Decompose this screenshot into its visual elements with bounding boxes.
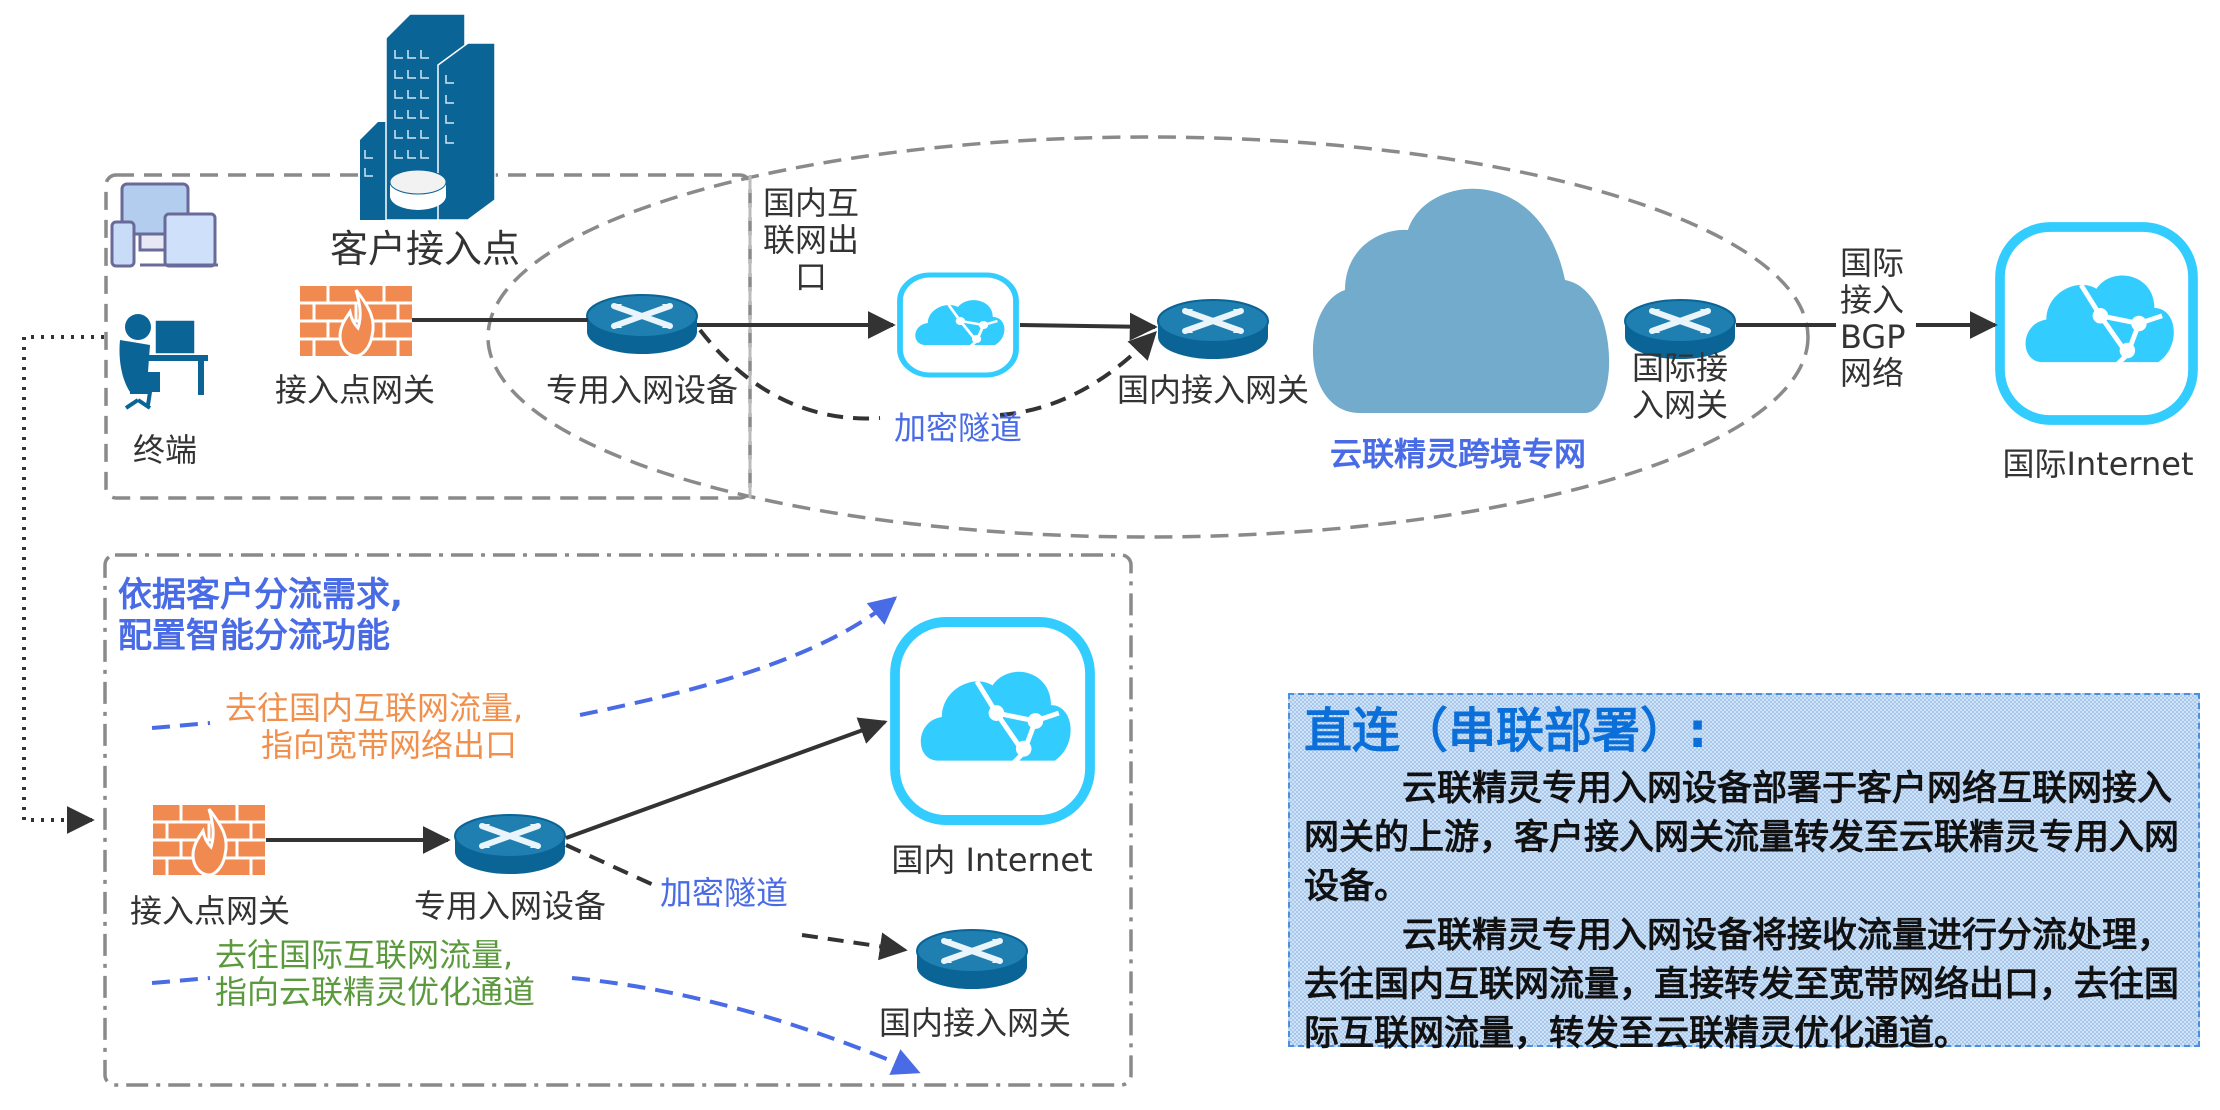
devices-icon [110,182,218,268]
link-device-to-domestic-internet [565,717,888,840]
encrypted-tunnel-bottom [565,843,905,950]
note-title: 直连（串联部署）: [1304,703,1708,759]
domestic-flow-label: 去往国内互联网流量, 指向宽带网络出口 [225,689,524,764]
international-internet-cloud-icon [2000,227,2193,420]
domestic-internet-label: 国内 Internet [891,841,1093,879]
domestic-flow-arrow [151,598,895,730]
domestic-gateway-router-icon [1158,300,1268,359]
cross-border-network-cloud-icon [1312,188,1610,413]
smart-breakout-boundary [103,553,1133,1087]
bottom-gateway-firewall-icon [151,803,267,877]
customer-site-label: 客户接入点 [329,227,521,271]
terminal-user-icon [119,314,208,410]
deployment-note: 直连（串联部署）: 云联精灵专用入网设备部署于客户网络互联网接入网关的上游，客户… [1288,693,2200,1054]
cross-border-network-label: 云联精灵跨境专网 [1329,435,1587,473]
domestic-exit-cloud-icon [900,275,1016,375]
bottom-domestic-gateway-label: 国内接入网关 [878,1004,1072,1042]
office-building-icon [360,13,496,221]
international-gateway-label: 国际接 入网关 [1631,349,1729,424]
private-network-boundary [486,135,1810,539]
access-gateway-label: 接入点网关 [274,371,436,409]
note-paragraph: 云联精灵专用入网设备将接收流量进行分流处理，去往国内互联网流量，直接转发至宽带网… [1304,915,2180,1054]
link-exit-to-domestic-gateway [1019,312,1158,341]
terminal-to-breakout-connector [22,335,104,834]
note-paragraph: 云联精灵专用入网设备部署于客户网络互联网接入网关的上游，客户接入网关流量转发至云… [1304,768,2180,907]
domestic-gateway-label: 国内接入网关 [1116,371,1310,409]
dedicated-device-label: 专用入网设备 [545,371,739,409]
international-flow-arrow [151,976,918,1072]
bottom-access-gateway-label: 接入点网关 [129,892,291,930]
bgp-network-label: 国际 接入 BGP 网络 [1840,244,1906,393]
access-gateway-firewall-icon [298,284,414,358]
bottom-dedicated-device-router-icon [455,815,565,874]
breakout-heading: 依据客户分流需求, 配置智能分流功能 [118,575,403,656]
domestic-exit-label: 国内互 联网出 口 [763,184,860,296]
dedicated-device-router-icon [587,295,697,354]
domestic-internet-cloud-icon [895,622,1090,820]
encrypted-tunnel-top [698,330,1155,421]
bottom-encrypted-tunnel-label: 加密隧道 [659,874,789,912]
international-internet-label: 国际Internet [2002,445,2194,483]
bottom-dedicated-device-label: 专用入网设备 [413,887,607,925]
terminal-label: 终端 [132,431,198,469]
international-flow-label: 去往国际互联网流量, 指向云联精灵优化通道 [215,936,536,1011]
encrypted-tunnel-label: 加密隧道 [893,409,1023,447]
bottom-domestic-gateway-router-icon [917,930,1027,989]
